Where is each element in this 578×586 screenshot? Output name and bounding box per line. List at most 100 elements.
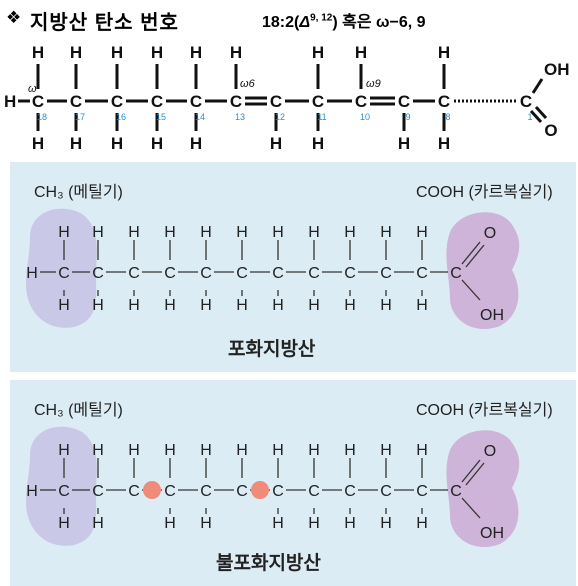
carboxyl-group-blob xyxy=(446,212,520,330)
hydrogen-atom: H xyxy=(272,224,284,241)
hydrogen-atom: H xyxy=(26,265,38,282)
carbon-atom: C xyxy=(416,483,428,500)
carbon-atom: C xyxy=(270,92,282,111)
hydrogen-atom: H xyxy=(416,515,428,532)
carbon-atom: C xyxy=(230,92,242,111)
hydrogen-atom: H xyxy=(92,442,104,459)
omega-label: ω6 xyxy=(240,78,256,90)
hydrogen-atom: H xyxy=(151,43,163,62)
hydrogen-atom: H xyxy=(164,515,176,532)
hydrogen-atom: H xyxy=(190,134,202,153)
hydrogen-atom: H xyxy=(58,297,70,314)
carbon-atom: C xyxy=(272,265,284,282)
carbon-number: 14 xyxy=(195,112,205,122)
carboxyl-carbon: C xyxy=(520,92,532,111)
methyl-caption: CH₃ (메틸기) xyxy=(34,184,123,201)
carbon-number: 9 xyxy=(405,112,410,122)
hydrogen-atom: H xyxy=(92,224,104,241)
carbon-atom: C xyxy=(308,265,320,282)
c-o-double-bond xyxy=(465,244,485,268)
section-title: 지방산 탄소 번호 xyxy=(30,12,179,34)
double-bond-marker xyxy=(251,481,269,499)
hydrogen-atom: H xyxy=(164,224,176,241)
carbon-atom: C xyxy=(58,265,70,282)
diamond-bullet-icon: ❖ xyxy=(6,8,22,27)
hydrogen-atom: H xyxy=(344,442,356,459)
carbon-atom: C xyxy=(70,92,82,111)
hydroxyl-group: OH xyxy=(544,60,570,79)
carbon-atom: C xyxy=(380,265,392,282)
carbon-atom: C xyxy=(151,92,163,111)
hydrogen-atom: H xyxy=(308,515,320,532)
hydrogen-atom: H xyxy=(32,134,44,153)
hydrogen-atom: H xyxy=(272,297,284,314)
hydrogen-atom: H xyxy=(236,442,248,459)
carbon-number: 18 xyxy=(37,112,47,122)
hydrogen-atom: H xyxy=(128,442,140,459)
c-oh-bond xyxy=(461,279,481,301)
hydrogen-atom: H xyxy=(438,134,450,153)
hydrogen-atom: H xyxy=(58,515,70,532)
hydrogen-atom: H xyxy=(344,515,356,532)
carbon-atom: C xyxy=(438,92,450,111)
carbon-atom: C xyxy=(32,92,44,111)
carbon-number: 1 xyxy=(527,112,532,122)
unsaturated-name: 불포화지방산 xyxy=(216,553,321,574)
hydrogen-atom: H xyxy=(416,442,428,459)
hydrogen-atom: H xyxy=(380,224,392,241)
hydrogen-atom: H xyxy=(272,515,284,532)
hydrogen-atom: H xyxy=(200,297,212,314)
hydrogen-atom: H xyxy=(58,442,70,459)
hydrogen-atom: H xyxy=(32,43,44,62)
hydrogen-atom: H xyxy=(312,43,324,62)
omega-label: ω9 xyxy=(366,78,381,90)
carbon-number: 13 xyxy=(235,112,245,122)
hydrogen-atom: H xyxy=(151,134,163,153)
hydrogen-atom: H xyxy=(92,297,104,314)
hydrogen-atom: H xyxy=(416,224,428,241)
delta-symbol: Δ xyxy=(299,14,311,31)
hydroxyl-group: OH xyxy=(480,307,504,324)
saturated-name: 포화지방산 xyxy=(228,339,316,360)
carbon-atom: C xyxy=(111,92,123,111)
carboxyl-caption: COOH (카르복실기) xyxy=(416,402,553,419)
hydrogen-atom: H xyxy=(438,43,450,62)
c-oh-bond xyxy=(461,497,481,519)
hydrogen-atom: H xyxy=(58,224,70,241)
hydrogen-atom: H xyxy=(380,515,392,532)
hydrogen-atom: H xyxy=(236,297,248,314)
c-o-double-bond xyxy=(534,105,548,120)
delta-superscript: 9, 12 xyxy=(310,12,333,24)
c-o-double-bond xyxy=(461,241,481,265)
carbon-atom: C xyxy=(190,92,202,111)
carbon-number: 17 xyxy=(75,112,85,122)
carbon-atom: C xyxy=(164,265,176,282)
hydrogen-atom: H xyxy=(190,43,202,62)
carbon-number: 11 xyxy=(317,112,326,122)
carbon-atom: C xyxy=(128,265,140,282)
hydrogen-atom: H xyxy=(200,224,212,241)
carbon-atom: C xyxy=(164,483,176,500)
carbon-atom: C xyxy=(236,483,248,500)
hydrogen-atom: H xyxy=(312,134,324,153)
methyl-caption: CH₃ (메틸기) xyxy=(34,402,123,419)
carbon-atom: C xyxy=(200,265,212,282)
c-o-double-bond xyxy=(461,459,481,483)
carbon-atom: C xyxy=(92,483,104,500)
omega-label: ω xyxy=(28,83,37,95)
carboxyl-group-blob xyxy=(446,430,520,548)
hydrogen-atom: H xyxy=(70,43,82,62)
hydrogen-atom: H xyxy=(70,134,82,153)
hydrogen-atom: H xyxy=(4,92,16,111)
carboxyl-carbon: C xyxy=(450,483,462,500)
hydrogen-atom: H xyxy=(230,43,242,62)
carbon-atom: C xyxy=(236,265,248,282)
hydrogen-atom: H xyxy=(111,43,123,62)
hydrogen-atom: H xyxy=(344,297,356,314)
hydrogen-atom: H xyxy=(272,442,284,459)
carboxyl-carbon: C xyxy=(450,265,462,282)
carbon-atom: C xyxy=(355,92,367,111)
